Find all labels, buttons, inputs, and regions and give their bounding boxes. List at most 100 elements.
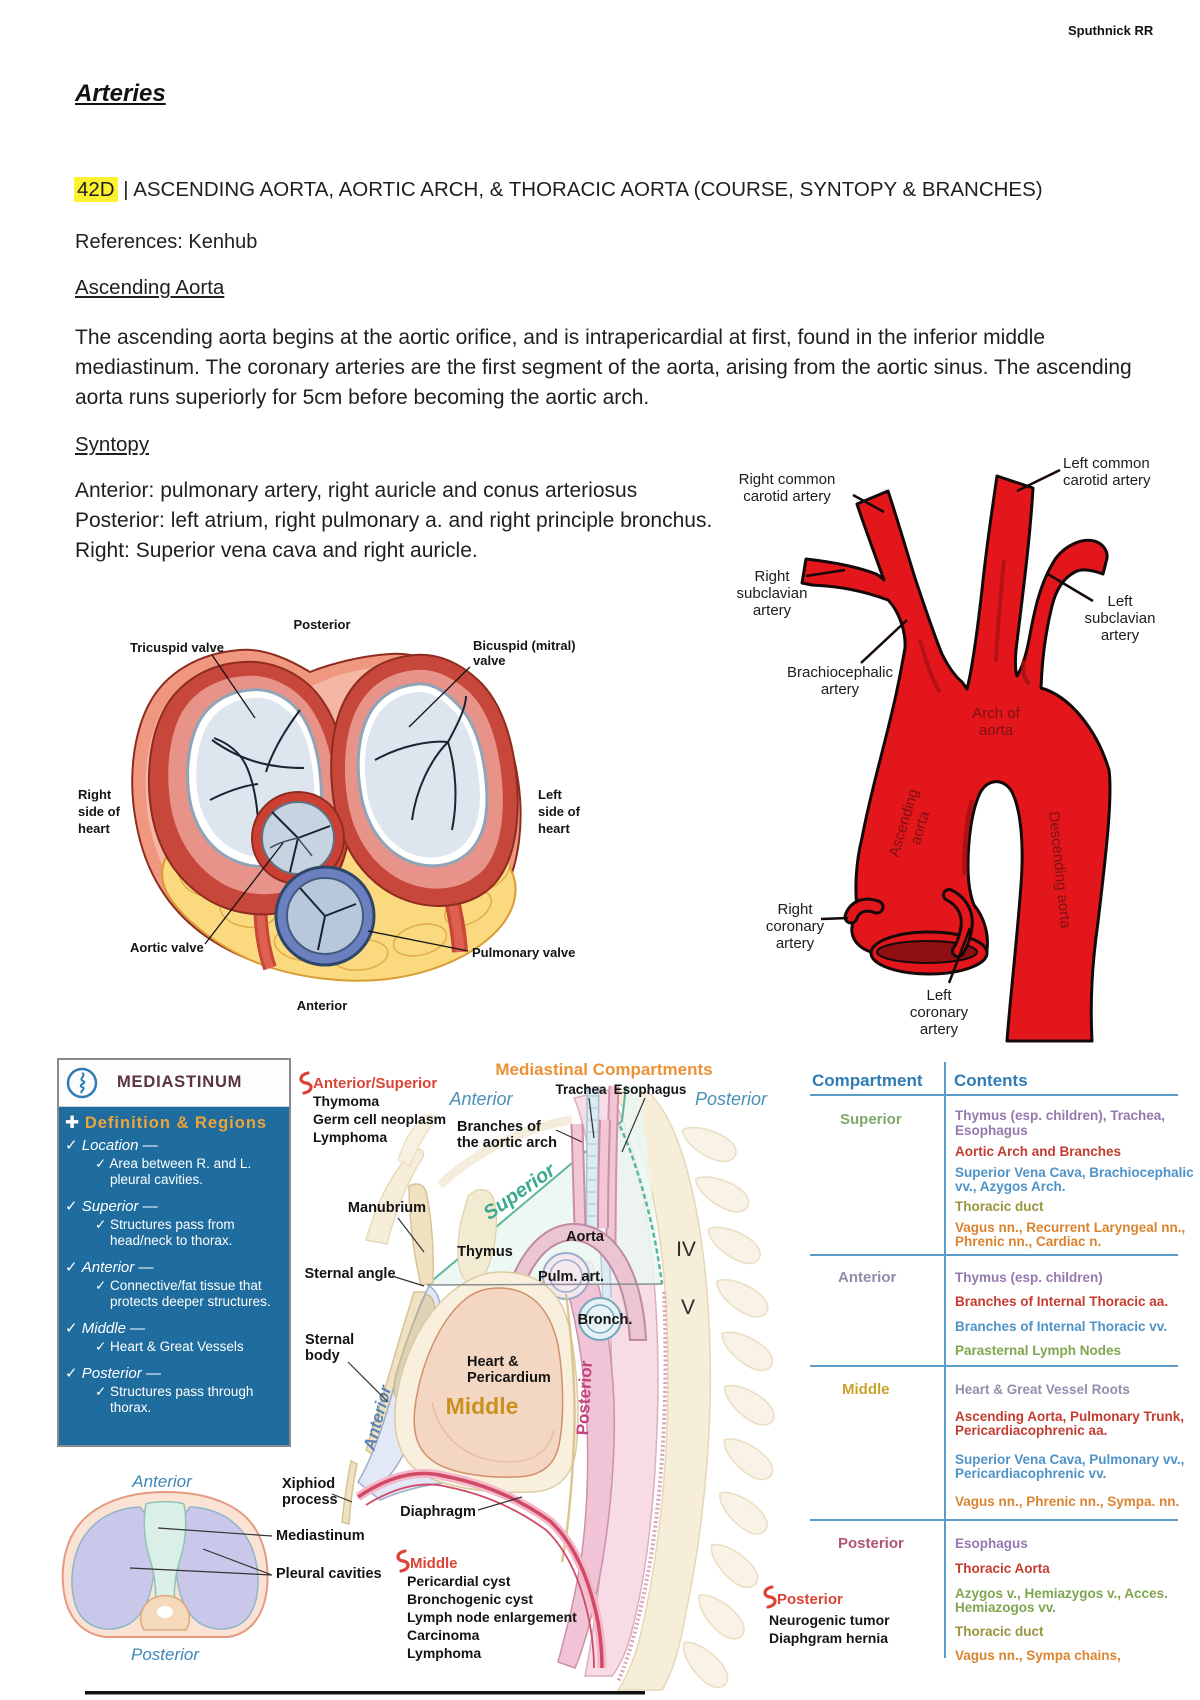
svg-text:Manubrium: Manubrium (348, 1200, 426, 1216)
svg-text:Vagus nn., Sympa chains,: Vagus nn., Sympa chains, (955, 1648, 1121, 1663)
svg-text:aorta: aorta (979, 722, 1014, 739)
svg-text:Superior Vena Cava, Pulmonary: Superior Vena Cava, Pulmonary vv., (955, 1452, 1184, 1467)
svg-text:Hemiazogos vv.: Hemiazogos vv. (955, 1600, 1056, 1615)
svg-text:Bronch.: Bronch. (578, 1312, 633, 1328)
svg-text:side of: side of (78, 804, 121, 819)
svg-text:Brachiocephalic: Brachiocephalic (787, 664, 893, 681)
svg-text:Pericardium: Pericardium (467, 1370, 551, 1386)
svg-text:Heart &: Heart & (467, 1354, 519, 1370)
svg-text:Right: Right (777, 901, 813, 918)
svg-text:Anterior: Anterior (838, 1269, 897, 1286)
svg-text:Anterior: Anterior (297, 998, 348, 1013)
svg-text:Thoracic duct: Thoracic duct (955, 1199, 1044, 1214)
svg-text:Middle: Middle (842, 1381, 890, 1398)
svg-text:Sternal: Sternal (305, 1332, 354, 1348)
svg-text:Heart & Great Vessel Roots: Heart & Great Vessel Roots (955, 1382, 1130, 1397)
svg-text:Aortic Arch and Branches: Aortic Arch and Branches (955, 1144, 1121, 1159)
svg-text:Right: Right (78, 787, 112, 802)
svg-text:Pulm. art.: Pulm. art. (538, 1269, 604, 1285)
svg-text:Left: Left (926, 987, 952, 1004)
svg-text:Branches of Internal Thoracic: Branches of Internal Thoracic vv. (955, 1319, 1167, 1334)
svg-text:Right: Right (754, 568, 790, 585)
svg-text:Thymus (esp. children), Trache: Thymus (esp. children), Trachea, (955, 1108, 1165, 1123)
svg-text:Posterior: Posterior (131, 1645, 200, 1664)
svg-text:Diaphgram hernia: Diaphgram hernia (769, 1630, 888, 1646)
svg-text:Anterior: Anterior (131, 1472, 193, 1491)
svg-text:V: V (681, 1296, 695, 1319)
svg-text:process: process (282, 1492, 338, 1508)
svg-text:Left common: Left common (1063, 455, 1150, 472)
svg-text:Anterior/Superior: Anterior/Superior (313, 1075, 437, 1092)
svg-text:Mediastinum: Mediastinum (276, 1528, 365, 1544)
svg-text:artery: artery (920, 1021, 959, 1038)
svg-text:Middle: Middle (446, 1393, 519, 1419)
svg-text:Lymphoma: Lymphoma (407, 1645, 481, 1661)
svg-text:Germ cell neoplasm: Germ cell neoplasm (313, 1111, 446, 1127)
svg-text:Pericardial cyst: Pericardial cyst (407, 1573, 511, 1589)
svg-text:Diaphragm: Diaphragm (400, 1504, 476, 1520)
svg-text:Pericardiacophrenic vv.: Pericardiacophrenic vv. (955, 1466, 1106, 1481)
svg-text:Superior: Superior (840, 1111, 902, 1128)
svg-text:Anterior: Anterior (448, 1089, 513, 1109)
svg-text:Branches of Internal Thoracic: Branches of Internal Thoracic aa. (955, 1294, 1168, 1309)
svg-text:artery: artery (821, 681, 860, 698)
svg-text:Superior Vena Cava, Brachiocep: Superior Vena Cava, Brachiocephalic (955, 1165, 1194, 1180)
svg-text:artery: artery (753, 602, 792, 619)
svg-text:Trachea: Trachea (555, 1082, 607, 1097)
svg-text:IV: IV (676, 1238, 696, 1261)
svg-text:Phrenic nn., Cardiac n.: Phrenic nn., Cardiac n. (955, 1234, 1101, 1249)
svg-text:Middle: Middle (410, 1555, 458, 1572)
svg-text:Mediastinal Compartments: Mediastinal Compartments (495, 1060, 712, 1079)
svg-text:Pulmonary valve: Pulmonary valve (472, 945, 575, 960)
svg-text:carotid artery: carotid artery (1063, 472, 1151, 489)
svg-text:Neurogenic tumor: Neurogenic tumor (769, 1612, 890, 1628)
svg-text:Thymoma: Thymoma (313, 1093, 379, 1109)
svg-text:Aorta: Aorta (566, 1229, 605, 1245)
svg-text:Tricuspid valve: Tricuspid valve (130, 640, 224, 655)
svg-text:side of: side of (538, 804, 581, 819)
svg-text:Sternal angle: Sternal angle (304, 1266, 395, 1282)
svg-text:Esophagus: Esophagus (614, 1082, 687, 1097)
svg-text:Thymus (esp. children): Thymus (esp. children) (955, 1270, 1103, 1285)
svg-text:subclavian: subclavian (737, 585, 808, 602)
svg-text:Thoracic Aorta: Thoracic Aorta (955, 1561, 1050, 1576)
svg-text:Parasternal Lymph Nodes: Parasternal Lymph Nodes (955, 1343, 1121, 1358)
svg-text:Arch of: Arch of (972, 705, 1020, 722)
svg-text:Pericardiacophrenic aa.: Pericardiacophrenic aa. (955, 1423, 1107, 1438)
svg-text:Aortic valve: Aortic valve (130, 940, 204, 955)
svg-text:Xiphiod: Xiphiod (282, 1476, 335, 1492)
svg-text:Branches of: Branches of (457, 1119, 541, 1135)
svg-text:artery: artery (776, 935, 815, 952)
svg-text:Carcinoma: Carcinoma (407, 1627, 480, 1643)
svg-text:Esophagus: Esophagus (955, 1536, 1028, 1551)
svg-text:Vagus nn., Recurrent Laryngeal: Vagus nn., Recurrent Laryngeal nn., (955, 1220, 1185, 1235)
svg-text:heart: heart (538, 821, 570, 836)
svg-text:coronary: coronary (766, 918, 825, 935)
svg-text:valve: valve (473, 653, 506, 668)
svg-text:Contents: Contents (954, 1071, 1028, 1090)
svg-text:Lymphoma: Lymphoma (313, 1129, 387, 1145)
svg-text:coronary: coronary (910, 1004, 969, 1021)
svg-text:Ascending Aorta, Pulmonary Tru: Ascending Aorta, Pulmonary Trunk, (955, 1409, 1184, 1424)
svg-text:subclavian: subclavian (1085, 610, 1156, 627)
svg-text:Azygos v., Hemiazygos v., Acce: Azygos v., Hemiazygos v., Acces. (955, 1586, 1168, 1601)
svg-text:Lymph node enlargement: Lymph node enlargement (407, 1609, 577, 1625)
svg-text:artery: artery (1101, 627, 1140, 644)
svg-text:Pleural cavities: Pleural cavities (276, 1566, 382, 1582)
svg-text:carotid artery: carotid artery (743, 488, 831, 505)
svg-text:Posterior: Posterior (838, 1535, 904, 1552)
svg-text:Posterior: Posterior (695, 1089, 768, 1109)
svg-text:Compartment: Compartment (812, 1071, 923, 1090)
svg-text:Posterior: Posterior (573, 1360, 596, 1436)
svg-text:vv., Azygos Arch.: vv., Azygos Arch. (955, 1179, 1066, 1194)
svg-text:Thymus: Thymus (457, 1244, 513, 1260)
svg-text:Left: Left (1107, 593, 1133, 610)
svg-text:Bronchogenic cyst: Bronchogenic cyst (407, 1591, 533, 1607)
svg-text:Right common: Right common (739, 471, 836, 488)
svg-text:Posterior: Posterior (777, 1591, 843, 1608)
svg-text:Vagus nn., Phrenic nn., Sympa.: Vagus nn., Phrenic nn., Sympa. nn. (955, 1494, 1179, 1509)
svg-text:Esophagus: Esophagus (955, 1123, 1028, 1138)
svg-text:the aortic arch: the aortic arch (457, 1135, 557, 1151)
svg-text:Bicuspid (mitral): Bicuspid (mitral) (473, 638, 576, 653)
svg-text:Left: Left (538, 787, 563, 802)
